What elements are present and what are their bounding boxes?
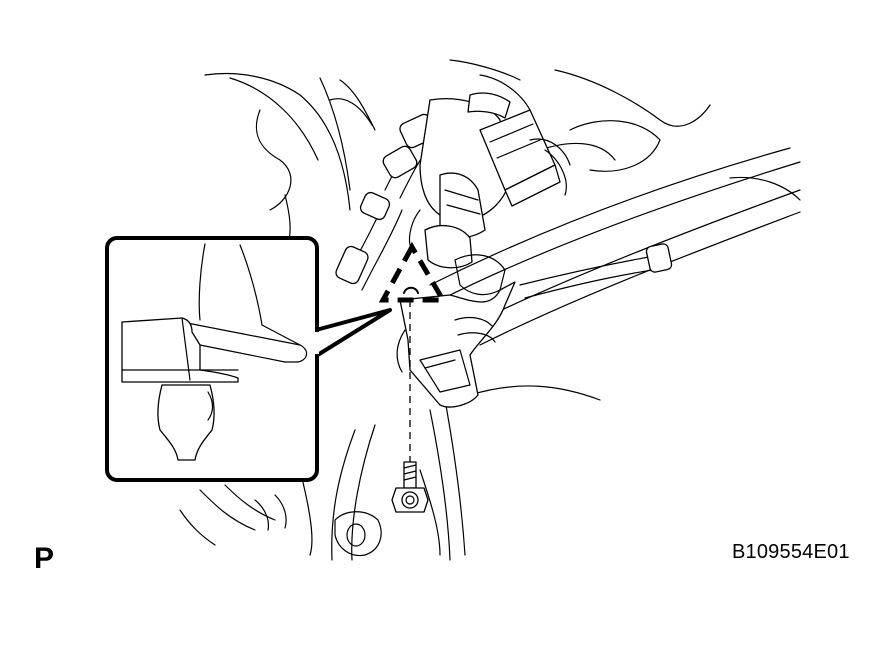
view-label: P (34, 542, 55, 575)
hose-assembly (335, 113, 437, 291)
illustration-code: B109554E01 (732, 541, 850, 563)
body-structure (179, 59, 801, 561)
mounting-bracket (396, 281, 516, 408)
callout-pointer (314, 308, 392, 358)
detail-inset (105, 236, 319, 482)
connector-cluster (408, 92, 571, 296)
bolt-icon (391, 461, 429, 513)
dashed-triangle-warning-icon (378, 241, 448, 303)
